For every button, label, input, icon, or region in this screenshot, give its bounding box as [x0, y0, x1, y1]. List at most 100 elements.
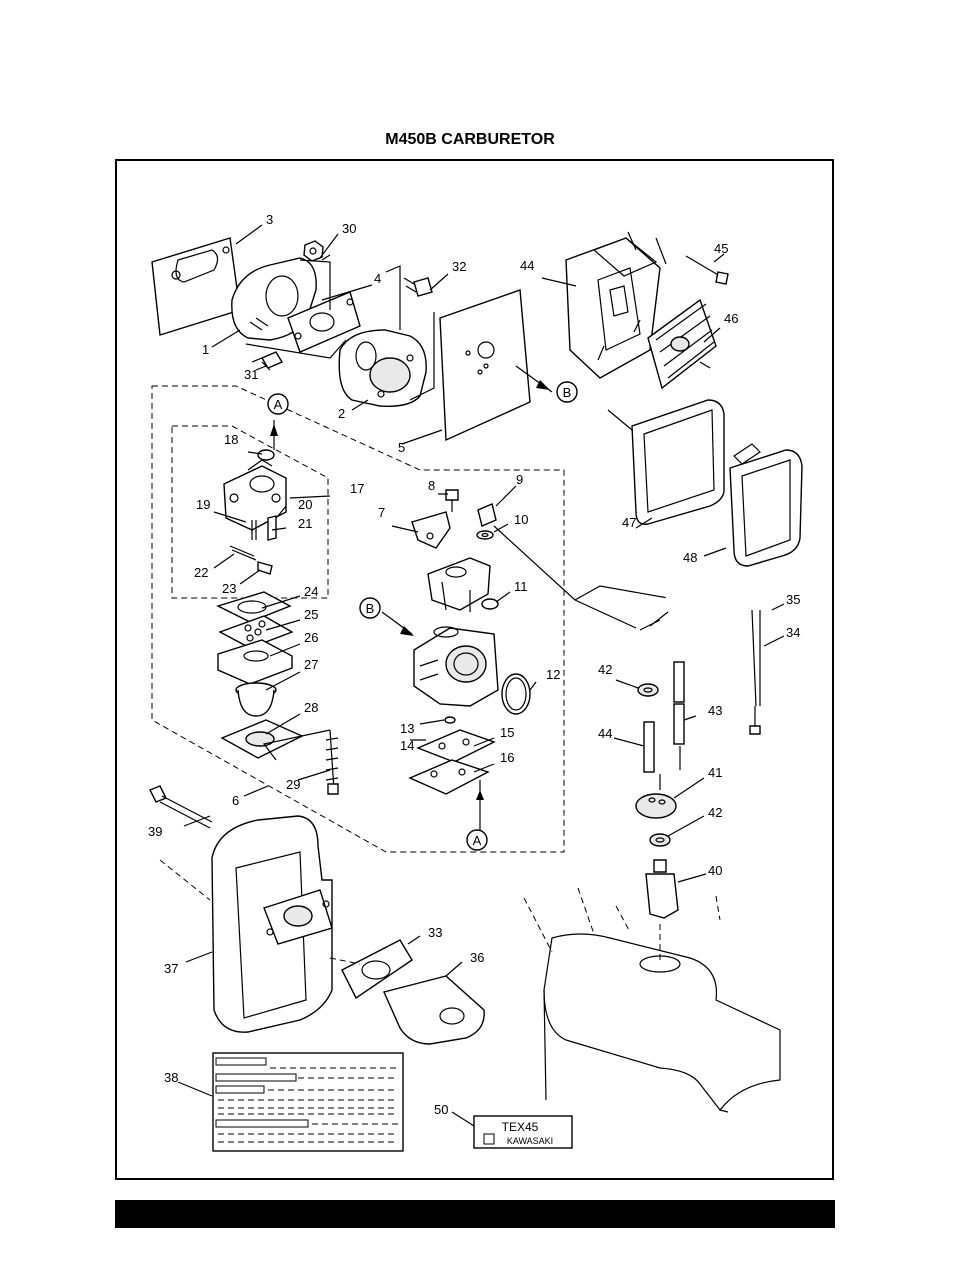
part-30-nut	[303, 240, 324, 262]
callout-36: 36	[470, 950, 484, 965]
part-12-o-ring	[501, 673, 531, 715]
part-33-gasket	[341, 939, 413, 1000]
decal-brand: KAWASAKI	[507, 1136, 553, 1146]
decal-model: TEX45	[502, 1120, 539, 1134]
callout-19: 19	[196, 497, 210, 512]
part-49-cover	[729, 443, 803, 567]
marker-b-left: B	[359, 597, 381, 619]
part-41-grommet	[635, 793, 677, 819]
callout-6: 6	[232, 793, 239, 808]
part-50-decal: TEX45 KAWASAKI	[473, 1115, 573, 1149]
callout-18: 18	[224, 432, 238, 447]
marker-a-top: A	[267, 393, 289, 415]
callout-31: 31	[244, 367, 258, 382]
callout-labels: 3 30 4 32 1 31 2 5 44 45 46 47 48 18 17 …	[148, 212, 800, 1117]
part-45-air-cleaner-case	[565, 237, 661, 379]
callout-27: 27	[304, 657, 318, 672]
callout-39: 39	[148, 824, 162, 839]
fuel-tank-outline	[523, 887, 781, 1113]
part-39-bolt	[149, 785, 213, 829]
part-40-fuel-filter	[645, 859, 679, 919]
callout-47: 46	[724, 311, 738, 326]
callout-40: 40	[708, 863, 722, 878]
part-31-screw	[251, 351, 284, 371]
part-4-gasket	[287, 291, 361, 353]
part-35-fuel-hose	[639, 570, 781, 631]
callout-5: 5	[398, 440, 405, 455]
part-2-insulator	[338, 329, 427, 407]
callout-30: 30	[342, 221, 356, 236]
carburetor-body	[413, 626, 499, 707]
part-11-clip	[481, 598, 499, 610]
part-24-diaphragm	[216, 591, 292, 623]
part-29-screw	[325, 729, 339, 795]
part-16-gasket	[408, 759, 490, 795]
callout-48: 47	[622, 515, 636, 530]
part-10-washer	[476, 530, 494, 540]
svg-text:A: A	[274, 397, 283, 412]
part-37-muffler	[211, 815, 333, 1033]
callout-17: 17	[350, 481, 364, 496]
callout-22: 22	[194, 565, 208, 580]
part-34-fuel-line	[749, 609, 761, 735]
callout-38: 38	[164, 1070, 178, 1085]
callout-23: 23	[222, 581, 236, 596]
callout-3: 3	[266, 212, 273, 227]
callout-37: 37	[164, 961, 178, 976]
callout-35: 35	[786, 592, 800, 607]
callout-15: 15	[500, 725, 514, 740]
callout-34: 34	[786, 625, 800, 640]
callout-16: 16	[500, 750, 514, 765]
marker-b-right: B	[556, 381, 578, 403]
part-27-primer-bulb	[235, 682, 277, 717]
callout-9: 9	[516, 472, 523, 487]
callout-4: 4	[374, 271, 381, 286]
part-5-gasket	[439, 289, 531, 442]
part-7-lever	[411, 511, 451, 549]
callout-24: 24	[304, 584, 318, 599]
page-title: M450B CARBURETOR	[385, 131, 555, 148]
footer-bar	[115, 1200, 835, 1228]
part-25-gasket	[218, 615, 294, 649]
part-26-pump-cover	[217, 639, 293, 685]
callout-1: 1	[202, 342, 209, 357]
callout-10: 10	[514, 512, 528, 527]
callout-29: 29	[286, 777, 300, 792]
part-38-label	[212, 1052, 404, 1152]
part-42-grommet-lower	[649, 833, 671, 847]
callout-32: 32	[452, 259, 466, 274]
part-8-screw	[445, 489, 459, 512]
callout-25: 25	[304, 607, 318, 622]
part-3-gasket	[151, 237, 241, 336]
callout-14: 14	[400, 738, 414, 753]
diagram-frame	[115, 159, 834, 1180]
callout-12: 12	[546, 667, 560, 682]
callout-28: 28	[304, 700, 318, 715]
callout-20: 20	[298, 497, 312, 512]
callout-21: 21	[298, 516, 312, 531]
part-9-plug	[477, 503, 497, 527]
part-48-element	[631, 399, 725, 525]
part-36-deflector	[383, 975, 485, 1045]
marker-a-bottom: A	[466, 829, 488, 851]
callout-2: 2	[338, 406, 345, 421]
part-44-tube	[643, 721, 655, 773]
carburetor-upper-assembly	[427, 557, 491, 612]
callout-44-visible: 44	[598, 726, 612, 741]
callout-33: 33	[428, 925, 442, 940]
callout-49: 48	[683, 550, 697, 565]
callout-11: 11	[514, 579, 528, 594]
svg-text:B: B	[366, 601, 375, 616]
callout-46: 45	[714, 241, 728, 256]
part-18-seal	[257, 449, 275, 461]
callout-45: 44	[520, 258, 534, 273]
part-32-screw	[403, 277, 433, 297]
callout-42-upper: 42	[598, 662, 612, 677]
part-15-diaphragm	[416, 729, 496, 763]
callout-43: 43	[708, 703, 722, 718]
callout-42-lower: 42	[708, 805, 722, 820]
callout-41: 41	[708, 765, 722, 780]
callout-13: 13	[400, 721, 414, 736]
callout-26: 26	[304, 630, 318, 645]
